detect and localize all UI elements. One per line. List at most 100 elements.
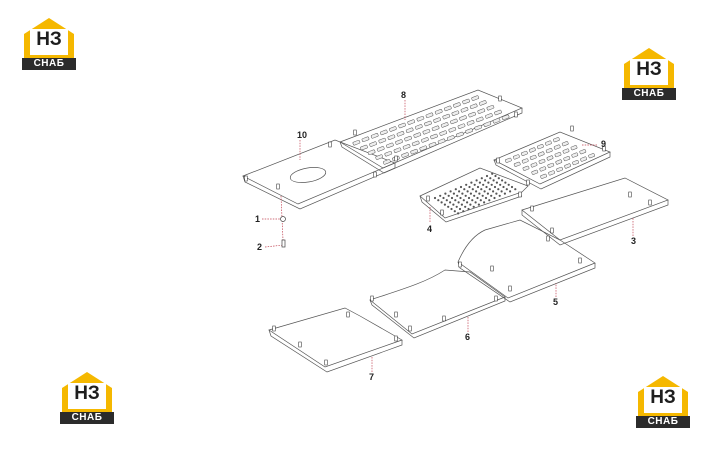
- bolt: [346, 311, 350, 318]
- grid-slot: [422, 128, 431, 135]
- part-9-panel-edge: [493, 152, 611, 190]
- perforation-hole: [466, 190, 469, 193]
- grid-slot: [572, 160, 579, 166]
- grid-slot: [389, 126, 397, 132]
- bolt: [514, 111, 518, 118]
- perforation-hole: [459, 196, 462, 200]
- grid-slot: [475, 116, 484, 123]
- grid-slot: [477, 108, 486, 114]
- perforation-hole: [491, 172, 494, 175]
- grid-slot: [521, 158, 529, 164]
- perforation-hole: [471, 199, 474, 202]
- perforation-hole: [502, 185, 505, 189]
- grid-slot: [553, 144, 561, 150]
- grid-slot: [370, 133, 379, 139]
- brand-mark: НЗ: [650, 387, 676, 408]
- bolt: [442, 315, 446, 322]
- brand-name: СНАБ: [633, 88, 665, 99]
- perforation-hole: [478, 181, 481, 184]
- perforation-hole: [464, 205, 467, 208]
- grid-slot: [425, 112, 434, 119]
- part-5-plate: [457, 219, 596, 299]
- grid-slot: [419, 145, 428, 151]
- callout-1: 1: [255, 214, 261, 224]
- perforation-hole: [488, 199, 491, 202]
- callout-4: 4: [427, 224, 433, 234]
- grid-slot: [548, 170, 555, 176]
- perforation-hole: [450, 196, 454, 200]
- grid-slot: [352, 139, 361, 146]
- perforation-hole: [486, 192, 489, 195]
- perforation-hole: [485, 185, 488, 189]
- grid-slot: [367, 149, 376, 156]
- perforation-hole: [497, 177, 500, 180]
- perforation-hole: [479, 199, 482, 202]
- grid-slot: [468, 111, 476, 118]
- grid-slot: [483, 121, 492, 127]
- part-5-plate-edge: [457, 261, 596, 303]
- grid-slot: [547, 162, 555, 168]
- grid-slot: [375, 154, 383, 160]
- bolt: [353, 129, 357, 136]
- grid-slot: [546, 155, 554, 161]
- bolt: [276, 183, 280, 190]
- perforation-hole: [483, 201, 486, 204]
- grid-slot: [588, 153, 595, 159]
- grid-slot: [457, 123, 466, 129]
- perforation-hole: [492, 179, 495, 182]
- callout-6: 6: [465, 332, 471, 342]
- perforation-hole: [510, 185, 514, 189]
- perforation-hole: [484, 196, 488, 200]
- part-10-plate-edge: [242, 163, 396, 210]
- perforation-hole: [505, 188, 508, 191]
- perforation-hole: [480, 177, 483, 180]
- grid-slot: [474, 124, 482, 131]
- perforation-hole: [433, 196, 437, 200]
- part-4-perforation: [433, 172, 517, 215]
- bolt: [408, 325, 412, 332]
- perforation-hole: [449, 201, 452, 204]
- bolt: [628, 191, 632, 198]
- grid-slot: [376, 146, 385, 152]
- grid-slot: [456, 131, 464, 138]
- perforation-hole: [458, 207, 462, 211]
- bolt: [494, 295, 498, 302]
- perforation-hole: [445, 199, 448, 202]
- perforation-hole: [476, 185, 480, 189]
- grid-slot: [570, 145, 578, 151]
- grid-slot: [383, 159, 391, 165]
- part-10-plate: [242, 139, 396, 205]
- bolt: [244, 175, 248, 182]
- perforation-hole: [444, 192, 447, 195]
- perforation-hole: [468, 185, 471, 189]
- perforation-hole: [484, 179, 487, 182]
- perforation-hole: [492, 190, 495, 193]
- grid-slot: [485, 113, 493, 119]
- bolt: [298, 341, 302, 348]
- perforation-hole: [480, 188, 483, 191]
- part-8-panel: [339, 89, 523, 169]
- perforation-hole: [455, 205, 458, 208]
- perforation-hole: [469, 192, 472, 195]
- perforation-hole: [493, 196, 496, 200]
- grid-slot: [398, 122, 406, 129]
- perforation-hole: [462, 210, 465, 213]
- brand-name: СНАБ: [33, 58, 65, 69]
- part-2-bolt: [281, 239, 286, 248]
- perforation-hole: [447, 205, 450, 208]
- callout-8: 8: [401, 90, 407, 100]
- perforation-hole: [481, 194, 484, 197]
- perforation-hole: [494, 174, 497, 178]
- bolt: [498, 95, 502, 102]
- grid-slot: [564, 163, 571, 169]
- perforation-hole: [495, 192, 498, 195]
- grid-slot: [545, 148, 553, 154]
- grid-slot: [580, 156, 587, 162]
- grid-slot: [579, 149, 587, 155]
- brand-mark: НЗ: [36, 29, 62, 50]
- perforation-hole: [456, 194, 459, 197]
- grid-slot: [440, 122, 449, 128]
- grid-slot: [538, 158, 546, 164]
